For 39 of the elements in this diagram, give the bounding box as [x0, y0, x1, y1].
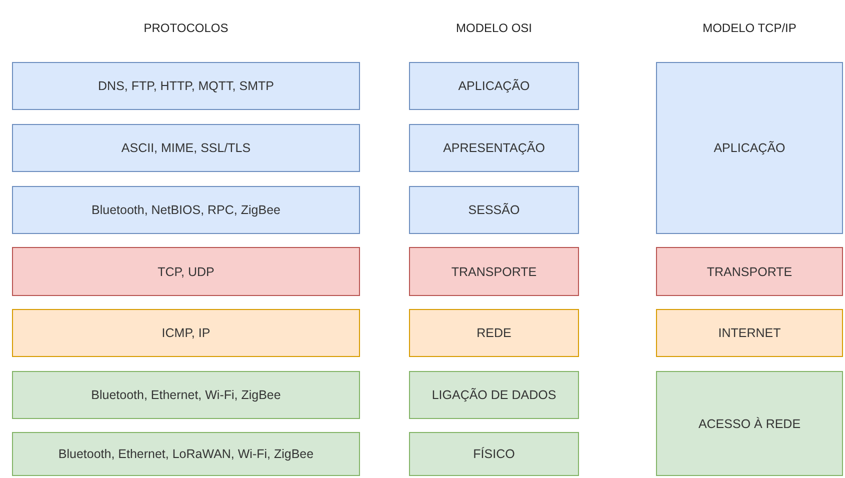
column-heading: PROTOCOLOS [142, 21, 230, 35]
layer-label: APLICAÇÃO [457, 79, 531, 93]
layer-label: INTERNET [717, 326, 782, 340]
layer-label: SESSÃO [467, 203, 521, 217]
layer-box [656, 62, 843, 234]
layer-label: APLICAÇÃO [712, 141, 786, 155]
layer-label: ACESSO À REDE [697, 416, 802, 430]
layer-box [12, 186, 360, 234]
layer-label: ASCII, MIME, SSL/TLS [120, 141, 252, 155]
layer-label: TCP, UDP [156, 264, 216, 278]
layer-label: Bluetooth, NetBIOS, RPC, ZigBee [90, 203, 282, 217]
layer-label: TRANSPORTE [706, 264, 794, 278]
layer-box [656, 309, 843, 357]
layer-box [409, 186, 579, 234]
layer-box [12, 247, 360, 296]
layer-label: DNS, FTP, HTTP, MQTT, SMTP [97, 79, 275, 93]
layer-box [409, 432, 579, 476]
layer-label: TRANSPORTE [450, 264, 538, 278]
layer-box [409, 309, 579, 357]
layer-label: ICMP, IP [160, 326, 212, 340]
layer-box [409, 124, 579, 172]
layer-box [12, 124, 360, 172]
column-heading: MODELO OSI [454, 21, 533, 35]
layer-label: Bluetooth, Ethernet, LoRaWAN, Wi-Fi, ZigBee [57, 447, 315, 461]
layer-box [656, 371, 843, 476]
layer-label: REDE [476, 326, 512, 340]
layer-box [12, 62, 360, 110]
layer-label: LIGAÇÃO DE DADOS [430, 388, 558, 402]
layer-label: FÍSICO [472, 447, 516, 461]
layer-box [409, 247, 579, 296]
layer-label: Bluetooth, Ethernet, Wi-Fi, ZigBee [90, 388, 282, 402]
layer-box [409, 371, 579, 419]
layer-box [409, 62, 579, 110]
layer-box [656, 247, 843, 296]
layer-box [12, 371, 360, 419]
column-heading: MODELO TCP/IP [702, 21, 798, 35]
layer-box [12, 309, 360, 357]
layer-label: APRESENTAÇÃO [442, 141, 546, 155]
layer-box [12, 432, 360, 476]
